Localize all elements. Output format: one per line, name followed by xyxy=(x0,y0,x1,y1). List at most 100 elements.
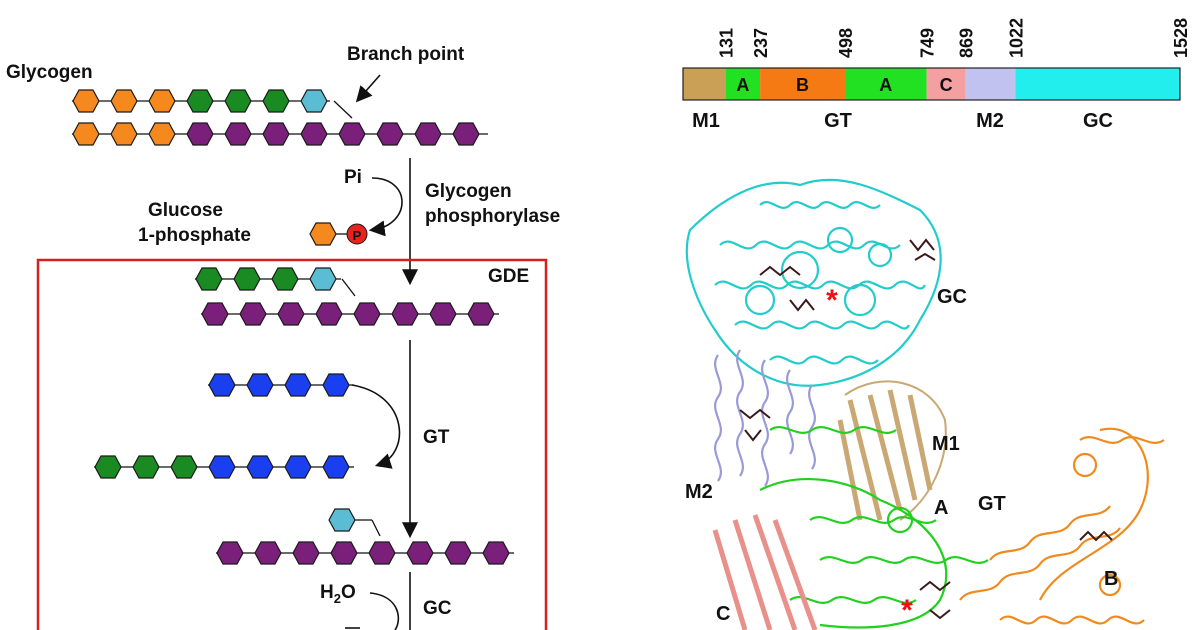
domain-segment xyxy=(926,68,966,100)
domain-segment-letter: C xyxy=(940,75,953,95)
glucose-unit xyxy=(186,89,214,113)
protein-structure xyxy=(685,178,1165,630)
domain-bar-outline xyxy=(682,67,1181,101)
glucose-unit xyxy=(216,541,244,565)
glucose-unit xyxy=(239,302,267,326)
domain-segment xyxy=(760,68,845,100)
glucose-unit xyxy=(309,267,337,291)
gt-curved-arrow xyxy=(351,384,401,469)
glucose-unit xyxy=(391,302,419,326)
branch-link-3 xyxy=(371,519,381,537)
glucose-unit xyxy=(94,455,122,479)
glucose-unit xyxy=(246,455,274,479)
gde-box xyxy=(36,258,548,630)
gde-label: GDE xyxy=(488,266,529,287)
structure-label-m1: M1 xyxy=(932,433,960,455)
glucose-unit xyxy=(444,541,472,565)
released-glucose-unit xyxy=(309,222,337,246)
remaining-branch-unit xyxy=(328,508,356,532)
domain-segment xyxy=(725,68,761,100)
glucose-unit xyxy=(186,122,214,146)
glucose-unit xyxy=(208,455,236,479)
water-label: H2O xyxy=(320,582,356,606)
structure-label-b: B xyxy=(1104,568,1118,590)
water-curved-arrow xyxy=(369,592,400,630)
glucose-unit xyxy=(262,122,290,146)
gt-step-label: GT xyxy=(423,427,450,448)
glucose-unit xyxy=(292,541,320,565)
glucose-unit xyxy=(452,122,480,146)
glucose-unit xyxy=(368,541,396,565)
glucose-unit xyxy=(330,541,358,565)
gc-step-label: GC xyxy=(423,598,452,619)
branch-point-label: Branch point xyxy=(347,44,465,65)
domain-region-label: M2 xyxy=(976,110,1004,132)
residue-boundary-label: 749 xyxy=(918,28,938,58)
glucose-unit xyxy=(195,267,223,291)
glucose-unit xyxy=(170,455,198,479)
glucose-chains xyxy=(72,89,514,565)
structure-label-a: A xyxy=(934,497,948,519)
ligand-sticks xyxy=(739,238,1113,620)
residue-boundary-label: 498 xyxy=(836,28,856,58)
domain-region-label: GC xyxy=(1083,110,1113,132)
domain-segment xyxy=(844,68,927,100)
domain-segment-letter: A xyxy=(736,75,749,95)
glucose-unit xyxy=(72,122,100,146)
glucose-unit xyxy=(277,302,305,326)
enzyme-label-line1: Glycogen xyxy=(425,181,512,202)
gt-active-site-marker: * xyxy=(901,594,913,627)
glucose-unit xyxy=(72,89,100,113)
gc-domain-ribbon xyxy=(685,178,942,387)
glucose-unit xyxy=(201,302,229,326)
glucose-unit xyxy=(208,373,236,397)
domain-segment xyxy=(683,68,726,100)
residue-boundary-label: 131 xyxy=(717,28,737,58)
residue-boundary-label: 1528 xyxy=(1171,18,1191,58)
glucose-unit xyxy=(322,373,350,397)
phosphate-symbol: P xyxy=(353,228,362,243)
glucose-unit xyxy=(233,267,261,291)
product-label-line1: Glucose xyxy=(148,200,223,221)
gc-active-site-marker: * xyxy=(826,284,838,317)
glucose-unit xyxy=(284,373,312,397)
c-domain-ribbon xyxy=(712,514,818,630)
pi-label: Pi xyxy=(344,167,362,188)
structure-label-gt: GT xyxy=(978,493,1006,515)
glucose-unit xyxy=(224,122,252,146)
m1-domain-ribbon xyxy=(837,380,947,521)
residue-boundary-label: 1022 xyxy=(1006,18,1026,58)
branch-link-2 xyxy=(341,278,356,297)
domain-segment xyxy=(965,68,1016,100)
domain-region-label: M1 xyxy=(692,110,720,132)
glucose-unit xyxy=(271,267,299,291)
structure-label-gc: GC xyxy=(937,286,967,308)
glucose-unit xyxy=(148,89,176,113)
residue-boundary-label: 869 xyxy=(957,28,977,58)
b-domain-ribbon xyxy=(959,427,1165,625)
glucose-unit xyxy=(322,455,350,479)
domain-segment xyxy=(1015,68,1180,100)
m2-domain-ribbon xyxy=(714,349,816,487)
glucose-unit xyxy=(148,122,176,146)
glucose-unit xyxy=(300,122,328,146)
structure-label-c: C xyxy=(716,603,730,625)
glucose-unit xyxy=(376,122,404,146)
glucose-unit xyxy=(132,455,160,479)
product-label-line2: 1-phosphate xyxy=(138,225,251,246)
glucose-unit xyxy=(315,302,343,326)
glucose-unit xyxy=(284,455,312,479)
glucose-unit xyxy=(353,302,381,326)
glucose-unit xyxy=(429,302,457,326)
glucose-unit xyxy=(482,541,510,565)
a-domain-ribbon xyxy=(759,426,989,629)
glucose-unit xyxy=(414,122,442,146)
glucose-unit xyxy=(338,122,366,146)
pi-curved-arrow xyxy=(368,177,403,237)
enzyme-label-line2: phosphorylase xyxy=(425,206,560,227)
glucose-unit xyxy=(406,541,434,565)
glucose-unit xyxy=(262,89,290,113)
glucose-unit xyxy=(224,89,252,113)
